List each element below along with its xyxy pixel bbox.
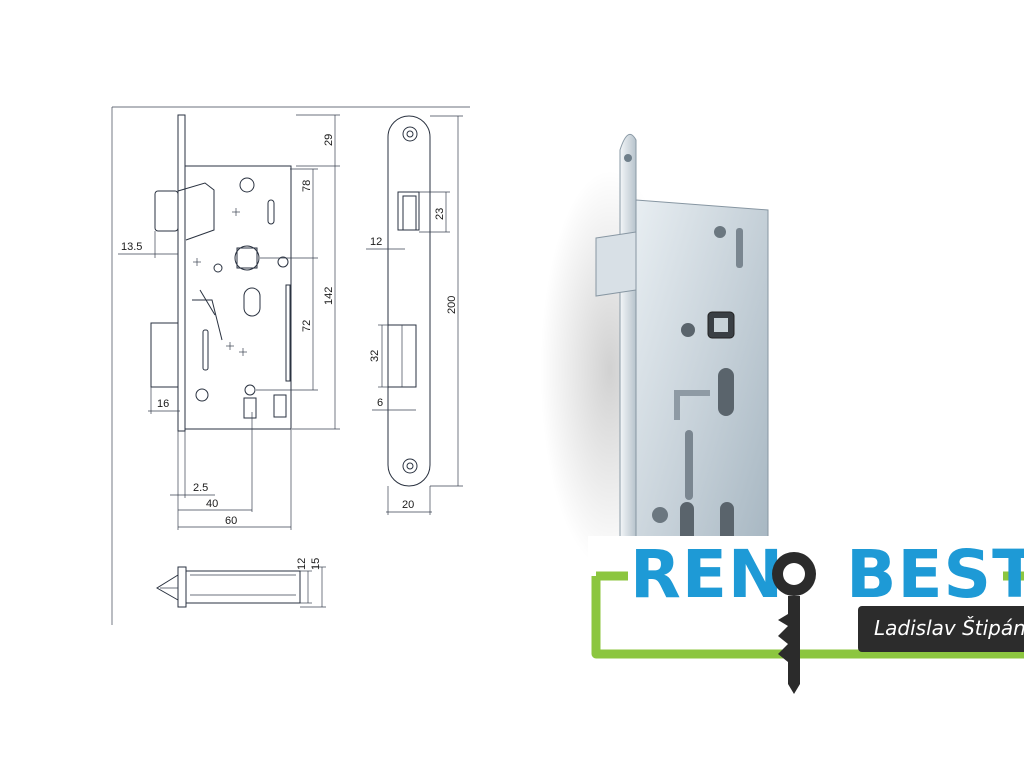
dim-12-bottom: 12 bbox=[296, 558, 308, 570]
dim-20: 20 bbox=[402, 499, 414, 511]
mortise-lock-photo bbox=[540, 133, 769, 641]
dim-16: 16 bbox=[157, 398, 169, 410]
dim-12-side: 12 bbox=[370, 236, 382, 248]
dim-78: 78 bbox=[301, 180, 313, 192]
dim-60: 60 bbox=[225, 515, 237, 527]
renobest-logo: REN BEST Ladislav Štipán bbox=[588, 536, 1024, 768]
brand-name: REN BEST bbox=[630, 536, 1024, 613]
dim-29: 29 bbox=[323, 134, 335, 146]
logo-frame bbox=[591, 571, 1024, 659]
front-view: 29 78 72 142 13.5 16 2.5 40 60 bbox=[118, 114, 340, 530]
dim-2-5: 2.5 bbox=[193, 482, 208, 494]
owner-name: Ladislav Štipán bbox=[874, 616, 1024, 640]
dim-15: 15 bbox=[310, 558, 322, 570]
dim-142: 142 bbox=[323, 287, 335, 305]
dim-72: 72 bbox=[301, 320, 313, 332]
side-view: 200 23 12 32 6 20 bbox=[366, 115, 463, 515]
dim-200: 200 bbox=[446, 296, 458, 314]
bottom-view: 12 15 bbox=[156, 558, 326, 608]
dim-6: 6 bbox=[377, 397, 383, 409]
dim-32: 32 bbox=[369, 350, 381, 362]
dim-13-5: 13.5 bbox=[121, 241, 142, 253]
brand-left: REN bbox=[630, 536, 785, 613]
owner-badge: Ladislav Štipán bbox=[858, 606, 1024, 652]
brand-right: BEST bbox=[846, 536, 1024, 613]
dim-23: 23 bbox=[434, 208, 446, 220]
key-icon bbox=[772, 552, 816, 694]
dim-40: 40 bbox=[206, 498, 218, 510]
